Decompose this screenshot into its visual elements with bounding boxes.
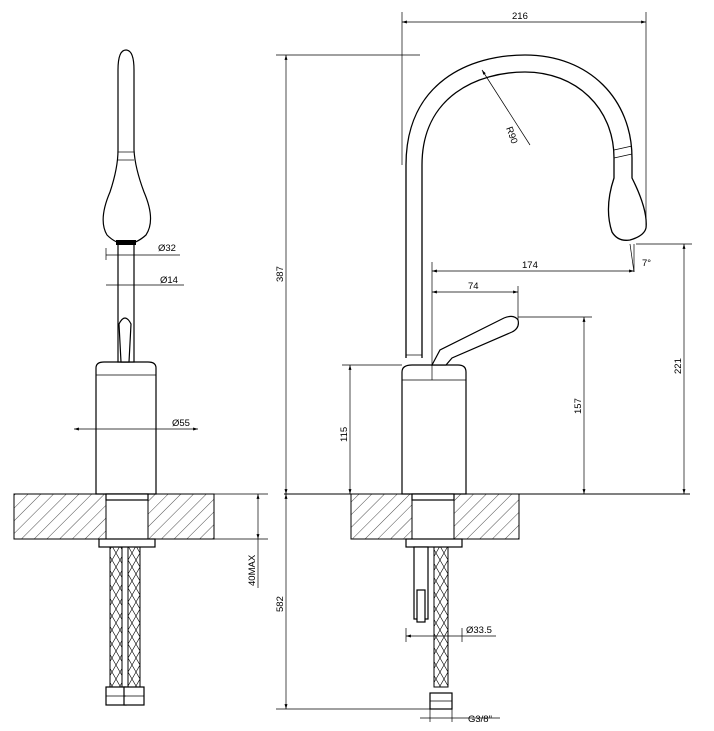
dim-spout-tip-diameter: Ø32 [158,243,176,254]
dim-lever-reach: 74 [468,281,479,292]
side-hose [433,546,449,688]
side-view: 216 R90 387 582 174 7° 74 221 157 [275,11,692,725]
front-deck-cutout [105,493,149,540]
dim-tail-diameter: Ø33.5 [466,625,492,636]
front-hose-right [127,546,141,688]
side-body [401,364,467,495]
dim-body-diameter: Ø55 [172,418,190,429]
side-deck-cutout [411,493,455,540]
front-spout-head [102,49,152,245]
front-base-ring [105,493,149,501]
dim-spout-reach: 174 [522,260,538,271]
side-tail-nut [405,538,463,548]
front-lever [118,317,132,363]
side-lever [431,315,519,366]
dim-thread: G3/8" [468,714,492,725]
dim-total-height: 387 [275,266,286,282]
dim-spout-stem-diameter: Ø14 [160,275,178,286]
front-hose-left [109,546,123,688]
dim-body-height: 115 [339,427,350,442]
dim-arc-radius: R90 [503,125,519,145]
dim-spout-angle: 7° [642,258,651,269]
front-body [95,361,157,495]
side-spout-neck [405,54,647,358]
dim-spout-height: 221 [673,358,684,374]
dim-top-width: 216 [512,11,528,22]
dim-hose-length: 582 [275,596,286,612]
dim-deck-thickness: 40MAX [247,554,258,586]
front-tail-nut [98,538,156,548]
front-view: Ø32 Ø14 Ø55 40MAX [13,49,268,706]
dim-lever-height: 157 [573,398,584,414]
